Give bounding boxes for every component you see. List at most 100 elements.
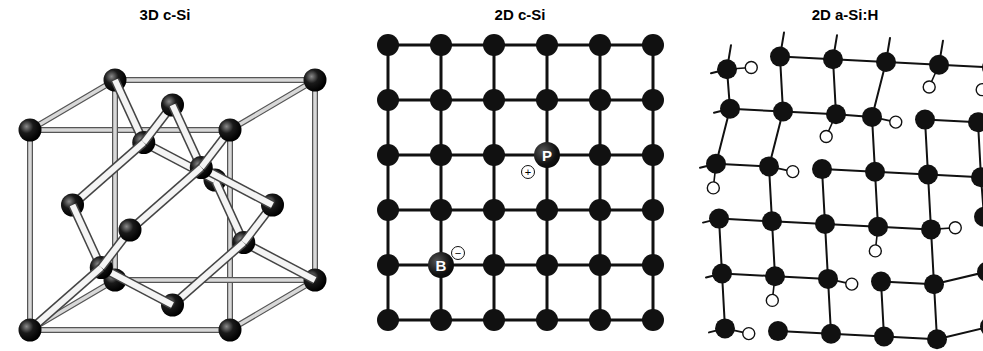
cube-edge bbox=[115, 278, 315, 282]
si-atom bbox=[536, 89, 558, 111]
si-atom bbox=[868, 217, 888, 237]
si-bond bbox=[101, 268, 172, 306]
si-bond bbox=[30, 268, 101, 331]
si-atom bbox=[430, 309, 452, 331]
si-atom bbox=[589, 309, 611, 331]
si-atom bbox=[483, 254, 505, 276]
h-atom bbox=[707, 182, 719, 194]
si-atom bbox=[589, 34, 611, 56]
h-atom bbox=[820, 130, 832, 142]
cube-edge bbox=[230, 80, 315, 130]
cube-edge bbox=[30, 327, 230, 333]
h-atom bbox=[745, 62, 757, 74]
si-atom bbox=[823, 49, 843, 69]
panel-title: 2D c-Si bbox=[495, 6, 546, 23]
cube-edge bbox=[230, 280, 315, 330]
si-atom bbox=[642, 34, 664, 56]
si-atom bbox=[642, 89, 664, 111]
si-atom bbox=[977, 262, 983, 282]
si-atom bbox=[430, 144, 452, 166]
si-atom bbox=[483, 309, 505, 331]
si-atom bbox=[430, 34, 452, 56]
si-atom bbox=[19, 119, 42, 142]
si-atom bbox=[709, 209, 729, 229]
si-bond bbox=[73, 143, 144, 206]
cube-edge bbox=[227, 130, 233, 330]
cube-edge bbox=[115, 277, 315, 283]
si-bond bbox=[652, 45, 655, 320]
h-atom bbox=[766, 294, 778, 306]
si-bond bbox=[101, 268, 172, 306]
cube-edge bbox=[30, 127, 230, 133]
cube-edge bbox=[313, 80, 317, 280]
si-bond bbox=[244, 243, 315, 281]
si-bond bbox=[201, 168, 272, 206]
si-bond bbox=[201, 168, 272, 206]
si-bond bbox=[244, 243, 315, 281]
h-atom bbox=[976, 84, 983, 96]
si-atom bbox=[915, 110, 935, 130]
si-bond bbox=[387, 45, 390, 320]
si-atom bbox=[715, 318, 735, 338]
si-atom bbox=[642, 309, 664, 331]
si-atom bbox=[219, 319, 242, 342]
si-atom bbox=[918, 165, 938, 185]
si-atom bbox=[773, 102, 793, 122]
cube-edge bbox=[115, 77, 315, 83]
cube-edge bbox=[312, 80, 318, 280]
si-bond bbox=[388, 154, 653, 157]
si-atom bbox=[589, 254, 611, 276]
si-atom bbox=[765, 266, 785, 286]
si-atom bbox=[818, 269, 838, 289]
charge-sign: + bbox=[525, 167, 531, 178]
h-atom bbox=[743, 328, 755, 340]
si-atom bbox=[483, 34, 505, 56]
si-atom bbox=[876, 52, 896, 72]
si-atom bbox=[706, 154, 726, 174]
si-atom bbox=[921, 219, 941, 239]
cube-edge bbox=[230, 280, 315, 330]
si-bond bbox=[173, 243, 244, 306]
si-bond bbox=[73, 143, 144, 206]
si-atom bbox=[430, 89, 452, 111]
si-atom bbox=[815, 214, 835, 234]
si-atom bbox=[826, 104, 846, 124]
si-atom bbox=[971, 167, 983, 187]
si-atom bbox=[483, 199, 505, 221]
si-atom bbox=[974, 207, 983, 227]
si-atom bbox=[377, 254, 399, 276]
si-atom bbox=[720, 99, 740, 119]
si-atom bbox=[865, 162, 885, 182]
cube-edge bbox=[230, 80, 315, 130]
si-bond bbox=[546, 45, 549, 320]
h-atom bbox=[949, 222, 961, 234]
si-atom bbox=[759, 156, 779, 176]
cube-edge bbox=[30, 80, 115, 130]
si-atom bbox=[717, 59, 737, 79]
si-atom bbox=[589, 144, 611, 166]
si-atom bbox=[536, 34, 558, 56]
si-atom bbox=[377, 199, 399, 221]
si-atom bbox=[768, 321, 788, 341]
cube-edge bbox=[115, 78, 315, 82]
si-atom bbox=[377, 34, 399, 56]
si-atom bbox=[929, 55, 949, 75]
cube-edge bbox=[30, 80, 115, 130]
si-atom bbox=[762, 211, 782, 231]
si-atom bbox=[862, 107, 882, 127]
cube-edge bbox=[228, 130, 232, 330]
si-bond bbox=[440, 45, 443, 320]
si-atom bbox=[982, 57, 983, 77]
panel-title: 3D c-Si bbox=[140, 6, 191, 23]
si-atom bbox=[219, 119, 242, 142]
cube-edge bbox=[28, 130, 32, 330]
si-bond bbox=[130, 168, 201, 231]
si-atom bbox=[812, 159, 832, 179]
si-atom bbox=[589, 89, 611, 111]
si-atom bbox=[642, 144, 664, 166]
si-atom bbox=[377, 144, 399, 166]
h-atom bbox=[846, 278, 858, 290]
si-atom bbox=[980, 317, 983, 337]
si-atom bbox=[642, 199, 664, 221]
